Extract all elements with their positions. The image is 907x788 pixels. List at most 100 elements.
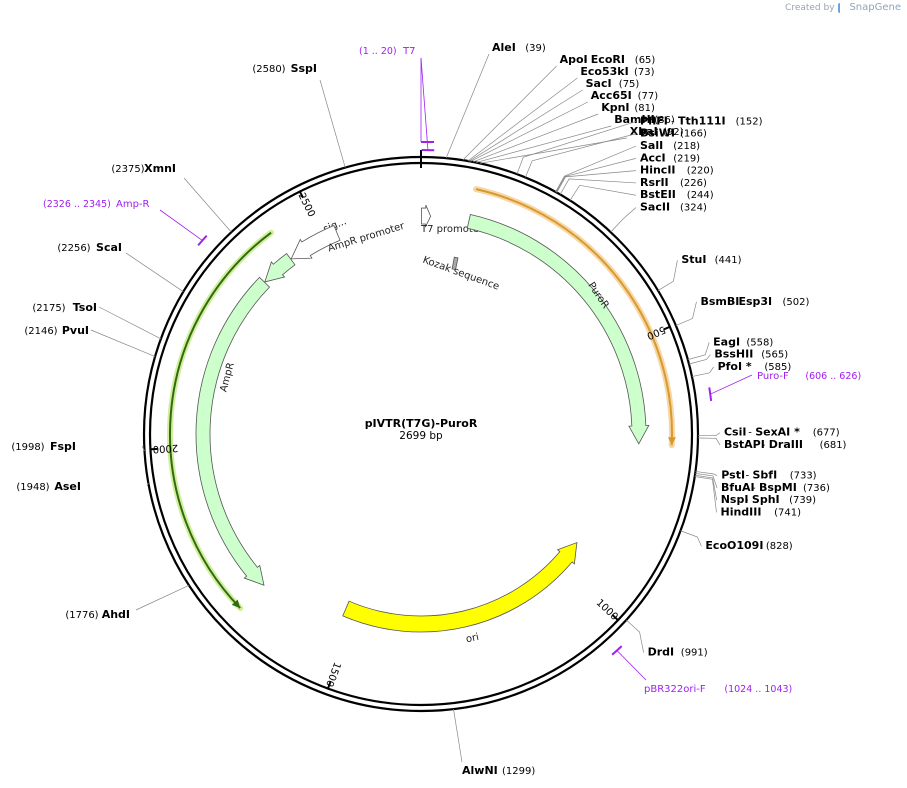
site-name-bsshii: BssHII xyxy=(714,348,753,361)
site-xmni[interactable]: XmnI(2375) xyxy=(111,162,232,233)
site-bamhi[interactable]: BamHI(86) xyxy=(475,113,675,163)
site-bsshii[interactable]: BssHII (565) xyxy=(688,348,788,365)
site-pos-hindiii: (741) xyxy=(774,508,801,519)
site-hincii[interactable]: HincII(220) xyxy=(556,164,714,193)
site-name-sacii: SacII xyxy=(640,201,670,214)
orf-forward-0 xyxy=(473,186,676,449)
site-sacii[interactable]: SacII (324) xyxy=(610,201,707,233)
site-drdi[interactable]: DrdI(991) xyxy=(626,619,708,659)
site-tsoi[interactable]: TsoI(2175) xyxy=(32,301,162,340)
site-stui[interactable]: StuI(441) xyxy=(657,253,742,291)
site-pos-bstapi: (681) xyxy=(820,440,847,451)
primer-amp-r[interactable]: (2326 .. 2345)Amp-R xyxy=(43,199,208,246)
site-kpni[interactable]: KpnI(81) xyxy=(472,101,655,163)
feature-t7-promoter[interactable]: T7 promoter xyxy=(420,204,484,235)
site-pos-bfuai: (736) xyxy=(803,483,830,494)
feature-ampr-promoter[interactable]: AmpR promoter xyxy=(290,220,407,260)
site-pos-bsteii: (244) xyxy=(687,190,714,201)
site-name-bsmbi: BsmBI xyxy=(700,295,739,308)
site-ecoo109i[interactable]: EcoO109I(828) xyxy=(680,530,793,553)
feature-puror[interactable]: PuroR xyxy=(466,214,650,445)
site-pos-alei: (39) xyxy=(525,43,546,54)
primer-pbr322ori-f[interactable]: pBR322ori-F(1024 .. 1043) xyxy=(611,645,792,695)
feature-arrow-puror xyxy=(466,214,650,445)
site-name-alwni: AlwNI xyxy=(462,764,498,777)
snapgene-credit: Created by SnapGene xyxy=(785,2,901,13)
site-asei[interactable]: AseI(1948) xyxy=(16,480,149,493)
site-pos-eco53ki: (73) xyxy=(634,67,655,78)
site-name-eco53ki: Eco53kI xyxy=(580,65,628,78)
feature-ori[interactable]: ori xyxy=(342,541,578,646)
site-name-scai: ScaI xyxy=(96,241,122,254)
site-pos-saci: (75) xyxy=(619,79,640,90)
site-hindiii[interactable]: HindIII(741) xyxy=(694,476,801,519)
site-acc65i[interactable]: Acc65I(77) xyxy=(470,89,658,162)
site-sali[interactable]: SalI(218) xyxy=(555,139,701,193)
site-name2-draiii: DraIII xyxy=(769,438,803,451)
feature-arrow-t7-promoter xyxy=(421,204,432,228)
site-rsrii[interactable]: RsrII(226) xyxy=(559,176,707,195)
site-name-psti: PstI xyxy=(721,469,745,482)
site-name-pflfi: PflFI xyxy=(640,114,668,127)
site-bsteii[interactable]: BstEII(244) xyxy=(569,184,714,201)
site-bsiwi[interactable]: BsiWI(166) xyxy=(525,127,707,178)
site-name-xmni: XmnI xyxy=(144,162,176,175)
site-pos-bsiwi: (166) xyxy=(680,129,707,140)
feature-kozak-sequence[interactable]: Kozak sequence xyxy=(421,255,501,293)
feature-ampr[interactable]: AmpR xyxy=(195,276,271,586)
site-name2-ecori: EcoRI xyxy=(591,53,625,66)
site-name-acci: AccI xyxy=(640,151,666,164)
tick-1500: 1500 xyxy=(323,660,342,690)
site-bstapi[interactable]: BstAPI DraIII- (681) xyxy=(697,437,847,451)
tick-1000: 1000 xyxy=(594,597,620,622)
site-ahdi[interactable]: AhdI(1776) xyxy=(65,585,190,621)
tick-label-1500: 1500 xyxy=(323,660,342,688)
site-name-bstapi: BstAPI xyxy=(724,438,765,451)
site-fspi[interactable]: FspI(1998) xyxy=(11,440,145,453)
primer-name-pbr322ori-f: pBR322ori-F xyxy=(644,684,706,695)
site-alwni[interactable]: AlwNI(1299) xyxy=(453,709,535,777)
site-separator: - xyxy=(671,116,675,127)
feature-label-t7-promoter: T7 promoter xyxy=(420,224,484,235)
site-saci[interactable]: SacI(75) xyxy=(468,77,640,162)
site-acci[interactable]: AccI(219) xyxy=(555,151,700,193)
site-name-sali: SalI xyxy=(640,139,663,152)
site-name-pfoi: PfoI * xyxy=(718,360,752,373)
site-pos-pflfi: (152) xyxy=(736,116,763,127)
site-pos-drdi: (991) xyxy=(681,648,708,659)
site-sspi[interactable]: SspI(2580) xyxy=(252,62,346,168)
site-name-eagi: EagI xyxy=(713,335,740,348)
site-name-rsrii: RsrII xyxy=(640,176,669,189)
site-name-hincii: HincII xyxy=(640,164,676,177)
primer-puro-f[interactable]: Puro-F(606 .. 626) xyxy=(708,371,861,402)
site-separator: - xyxy=(752,483,756,494)
site-name2-bspmi: BspMI xyxy=(759,481,797,494)
snapgene-logo-icon xyxy=(838,2,848,13)
site-pos-bsshii: (565) xyxy=(761,350,788,361)
site-separator: - xyxy=(762,440,766,451)
site-pos-sacii: (324) xyxy=(680,203,707,214)
site-eagi[interactable]: EagI(558) xyxy=(687,335,774,360)
site-pfoi[interactable]: PfoI *(585) xyxy=(691,360,791,377)
site-pvui[interactable]: PvuI(2146) xyxy=(24,324,156,357)
primer-range-t7: (1 .. 20) xyxy=(359,46,397,57)
site-alei[interactable]: AleI (39) xyxy=(445,41,546,159)
site-eco53ki[interactable]: Eco53kI (73) xyxy=(467,65,655,162)
tick-2500: 2500 xyxy=(296,190,317,219)
site-scai[interactable]: ScaI(2256) xyxy=(57,241,184,292)
tick-2000: 2000 xyxy=(149,442,178,454)
site-name-alei: AleI xyxy=(492,41,516,54)
feature-arrow-ampr xyxy=(195,276,271,586)
site-name-csii: CsiI xyxy=(724,426,746,439)
site-pos-ahdi: (1776) xyxy=(65,610,98,621)
primer-t7[interactable]: (1 .. 20)T7 xyxy=(359,46,435,152)
site-name-xbai: XbaI xyxy=(630,125,658,138)
site-pos-stui: (441) xyxy=(715,255,742,266)
